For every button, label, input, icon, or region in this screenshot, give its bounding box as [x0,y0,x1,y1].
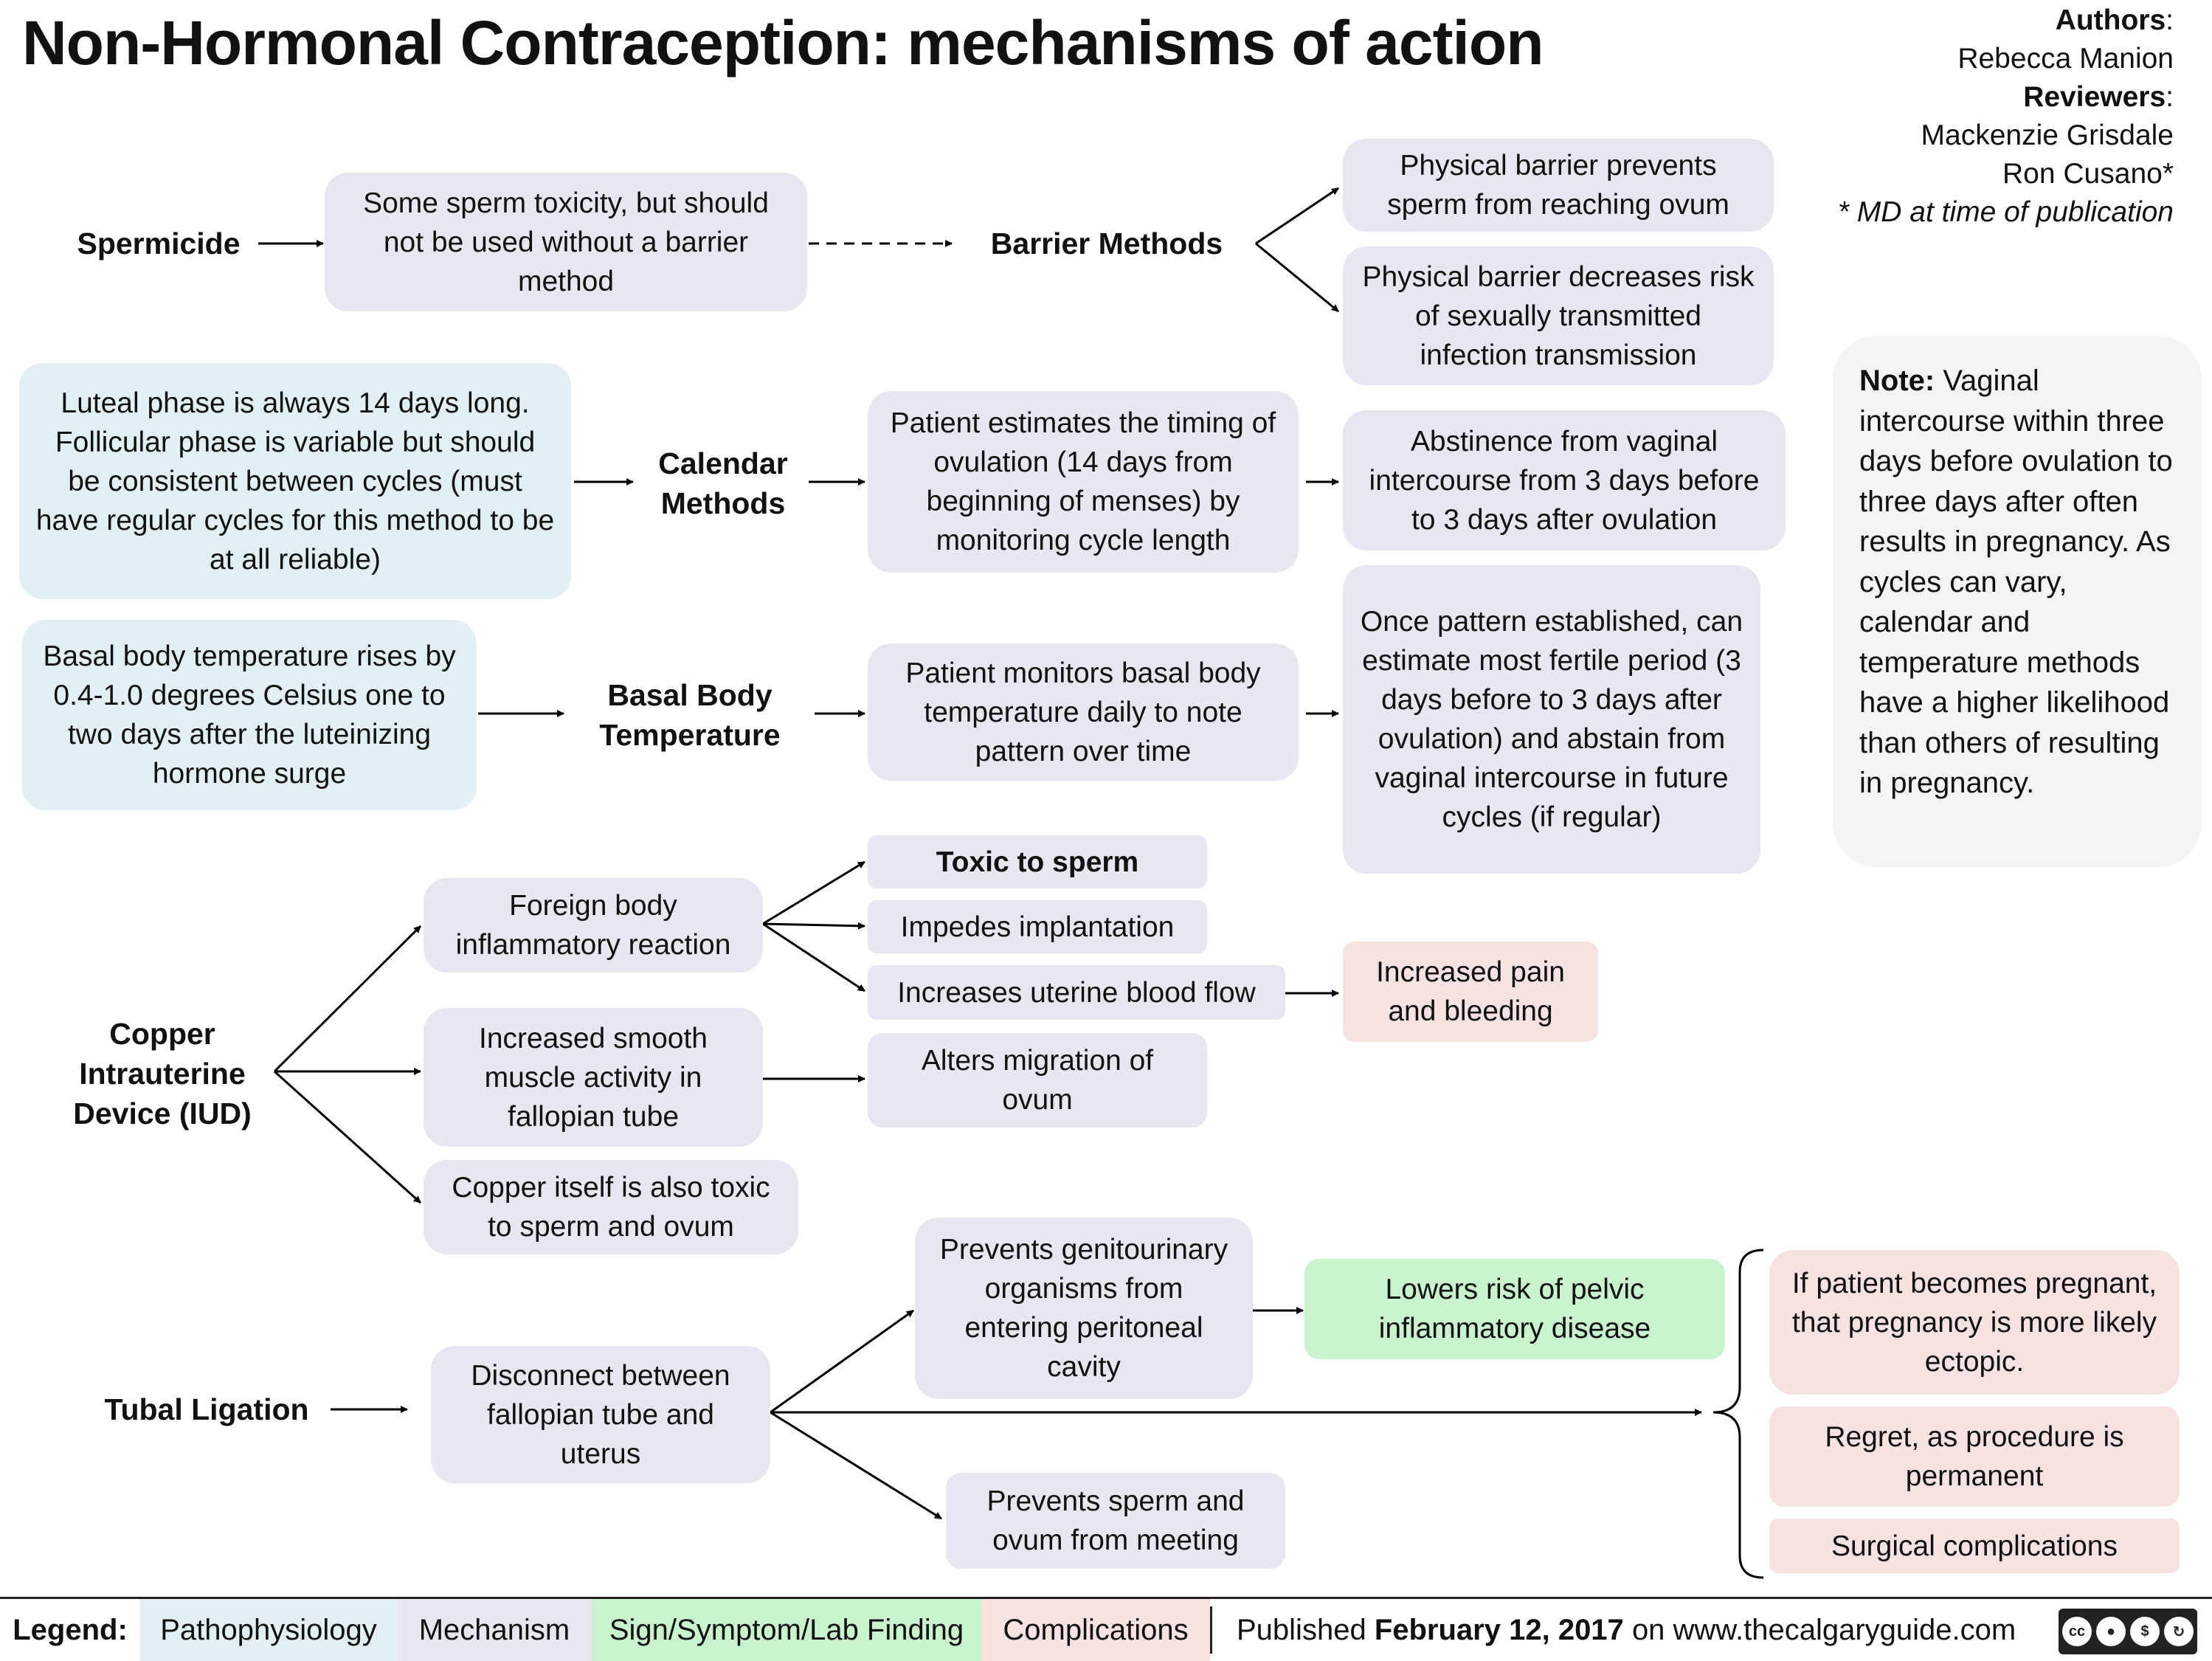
box-prevents-meeting: Prevents sperm and ovum from meeting [946,1473,1285,1569]
box-calendar-estimates: Patient estimates the timing of ovulatio… [868,391,1299,573]
box-barrier-sti: Physical barrier decreases risk of sexua… [1343,246,1774,385]
legend: Legend: Pathophysiology Mechanism Sign/S… [0,1597,2212,1661]
published-date: February 12, 2017 [1374,1613,1624,1646]
arrow [770,1411,942,1520]
arrow [762,860,865,925]
author-name: Rebecca Manion [1957,43,2174,75]
arrow [273,1070,422,1204]
page-title: Non-Hormonal Contraception: mechanisms o… [22,8,1544,77]
box-bbt-monitors: Patient monitors basal body temperature … [868,643,1299,781]
label-basal-body-temperature: Basal Body Temperature [599,678,781,752]
reviewer-name: Mackenzie Grisdale [1921,120,2174,151]
sa-icon: ↻ [2164,1617,2194,1646]
box-regret: Regret, as procedure is permanent [1769,1406,2180,1507]
box-copper-toxic: Copper itself is also toxic to sperm and… [424,1160,798,1254]
box-foreign-body: Foreign body inflammatory reaction [424,878,763,973]
note-heading: Note: [1859,365,1935,397]
arrow [273,925,422,1073]
box-pain-bleeding: Increased pain and bleeding [1343,942,1598,1042]
arrow [770,1309,914,1414]
box-surgical-complications: Surgical complications [1769,1519,2180,1573]
arrow [762,922,865,930]
box-pattern-established: Once pattern established, can estimate m… [1343,565,1760,874]
box-pelvic-inflammatory: Lowers risk of pelvic inflammatory disea… [1304,1259,1725,1359]
label-spermicide: Spermicide [77,227,241,260]
box-smooth-muscle: Increased smooth muscle activity in fall… [424,1008,763,1147]
label-calendar-methods: Calendar Methods [658,446,788,520]
arrow [1255,187,1339,245]
reviewers-label: Reviewers [2023,81,2166,113]
cc-icon: cc [2062,1617,2092,1646]
legend-mechanism: Mechanism [397,1599,592,1661]
box-ectopic: If patient becomes pregnant, that pregna… [1769,1250,2180,1395]
box-luteal-phase: Luteal phase is always 14 days long. Fol… [19,363,571,599]
legend-sign-symptom: Sign/Symptom/Lab Finding [592,1599,981,1661]
box-barrier-prevents: Physical barrier prevents sperm from rea… [1343,139,1774,232]
note-box: Note: Vaginal intercourse within three d… [1833,336,2202,867]
arrow [1255,242,1339,313]
box-toxic-to-sperm: Toxic to sperm [868,835,1207,888]
reviewer-name: Ron Cusano* [2002,158,2174,190]
curly-brace [1712,1249,1764,1579]
published-site: on www.thecalgaryguide.com [1631,1613,2016,1646]
authors-label: Authors [2055,4,2166,36]
box-prevents-genitourinary: Prevents genitourinary organisms from en… [915,1218,1253,1399]
label-barrier-methods: Barrier Methods [990,227,1223,260]
credits: Authors: Rebecca Manion Reviewers: Macke… [1838,1,2174,232]
legend-pathophysiology: Pathophysiology [140,1599,397,1661]
legend-divider [1210,1606,1212,1654]
nc-icon: $ [2130,1617,2160,1646]
box-spermicide-toxicity: Some sperm toxicity, but should not be u… [325,173,807,311]
credits-footnote: * MD at time of publication [1837,196,2174,228]
box-bbt-rises: Basal body temperature rises by 0.4-1.0 … [22,620,477,810]
box-impedes-implantation: Impedes implantation [868,900,1207,953]
legend-complications: Complications [981,1599,1210,1661]
box-uterine-blood-flow: Increases uterine blood flow [868,965,1285,1020]
published-prefix: Published [1237,1613,1366,1646]
by-icon: ● [2096,1617,2126,1646]
box-abstinence: Abstinence from vaginal intercourse from… [1343,410,1786,550]
box-alters-migration: Alters migration of ovum [868,1033,1207,1128]
note-text: Vaginal intercourse within three days be… [1859,365,2173,799]
publication-info: Published February 12, 2017 on www.theca… [1237,1599,2019,1661]
label-tubal-ligation: Tubal Ligation [104,1392,309,1426]
cc-license-badge: cc ● $ ↻ [2059,1609,2197,1654]
legend-label: Legend: [13,1613,128,1646]
box-disconnect: Disconnect between fallopian tube and ut… [431,1346,770,1483]
arrow [762,922,865,992]
label-copper-iud: Copper Intrauterine Device (IUD) [73,1017,252,1130]
